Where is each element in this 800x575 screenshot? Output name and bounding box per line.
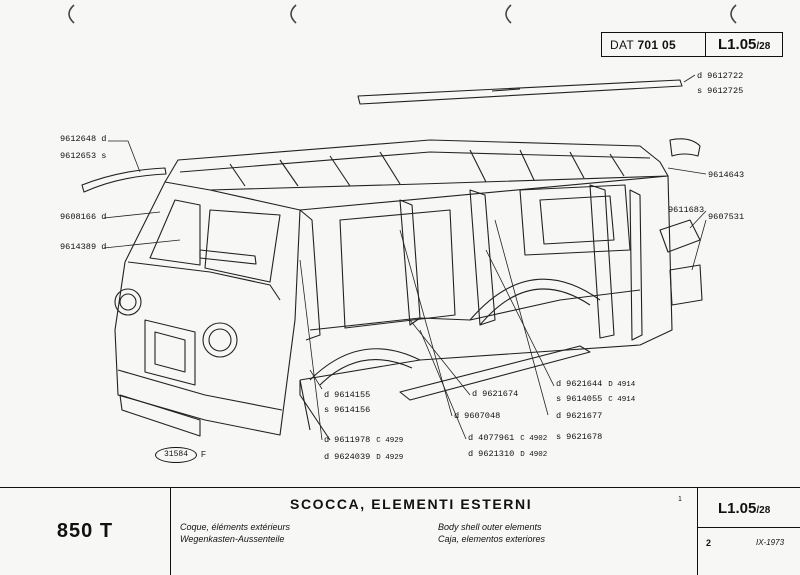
divider	[698, 527, 800, 529]
part-callout: 9611683	[668, 205, 705, 215]
model-name: 850 T	[0, 488, 171, 575]
figure-reference-suffix: F	[201, 450, 206, 459]
part-callout: 9608166 d	[60, 212, 107, 222]
binder-hole-icon	[68, 4, 75, 24]
part-callout: 9612648 d	[60, 134, 107, 144]
title-block: 850 T SCOCCA, ELEMENTI ESTERNI 1 Coque, …	[0, 487, 800, 575]
binder-hole-icon	[505, 4, 512, 24]
page-number: 2	[706, 538, 712, 548]
issue-date: IX-1973	[756, 538, 785, 547]
part-callout: 9612653 s	[60, 151, 107, 161]
footer-mark: 1	[678, 496, 682, 503]
binder-hole-icon	[290, 4, 297, 24]
title-english: Body shell outer elements	[438, 522, 542, 532]
sheet-info: L1.05/28 2 IX-1973	[697, 488, 800, 575]
sheet-header: DAT 701 05 L1.05/28	[601, 32, 783, 57]
sheet-code: L1.05/28	[718, 500, 771, 517]
page-title: SCOCCA, ELEMENTI ESTERNI	[290, 496, 533, 512]
figure-reference: 31584	[155, 447, 197, 463]
part-callout: 9607531	[708, 212, 745, 222]
title-spanish: Caja, elementos exteriores	[438, 534, 546, 544]
binder-hole-icon	[730, 4, 737, 24]
divider	[705, 33, 707, 56]
sheet-code: L1.05/28	[718, 36, 771, 53]
van-body-shell-drawing	[81, 74, 707, 441]
part-callout: 9614389 d	[60, 242, 107, 252]
dat-reference: DAT 701 05	[610, 37, 676, 52]
part-callout: 9614643	[708, 170, 745, 180]
title-french: Coque, éléments extérieurs	[180, 522, 291, 532]
title-german: Wegenkasten-Aussenteile	[180, 534, 285, 544]
